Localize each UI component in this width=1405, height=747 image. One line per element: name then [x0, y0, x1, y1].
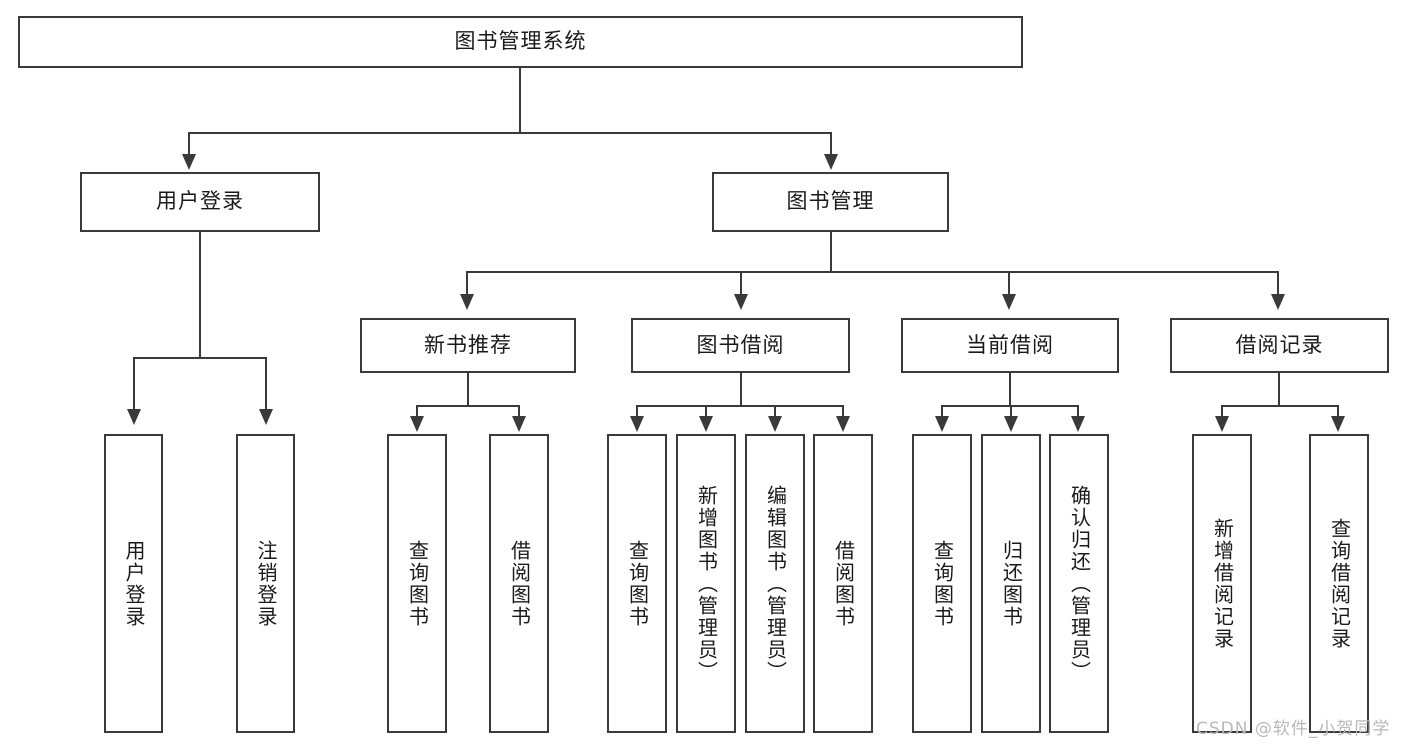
- connector-book-borrow-to-borrow: [842, 405, 844, 418]
- node-leaf-record-query[interactable]: 查询借阅记录: [1309, 434, 1369, 733]
- arrowhead-book-borrow-to-query: [630, 416, 644, 432]
- arrowhead-current-borrow-to-confirm: [1071, 416, 1085, 432]
- node-label: 查询图书: [405, 539, 430, 628]
- connector-current-borrow-to-query: [941, 405, 943, 418]
- node-label: 图书管理: [786, 189, 875, 214]
- connector-book-mgmt-bus: [466, 271, 1278, 273]
- connector-user-login-stem: [199, 232, 201, 358]
- connector-user-login-to-login: [133, 357, 135, 411]
- connector-new-book-to-query: [416, 405, 418, 418]
- node-label: 查询借阅记录: [1327, 517, 1352, 650]
- node-leaf-current-return[interactable]: 归还图书: [981, 434, 1041, 733]
- node-current-borrow[interactable]: 当前借阅: [901, 318, 1119, 373]
- arrowhead-book-mgmt-to-book-borrow: [734, 294, 748, 310]
- node-label: 新增图书（管理员）: [694, 484, 719, 683]
- connector-new-book-stem: [467, 373, 469, 406]
- node-label: 查询图书: [930, 539, 955, 628]
- connector-book-borrow-to-edit: [774, 405, 776, 418]
- arrowhead-user-login-to-logout: [259, 409, 273, 425]
- connector-current-borrow-bus: [941, 405, 1078, 407]
- arrowhead-new-book-to-borrow: [512, 416, 526, 432]
- arrowhead-borrow-record-to-query: [1331, 416, 1345, 432]
- node-label: 当前借阅: [966, 332, 1054, 357]
- arrowhead-book-mgmt-to-current-borrow: [1002, 294, 1016, 310]
- node-label: 图书借阅: [696, 332, 785, 357]
- node-book-borrow[interactable]: 图书借阅: [631, 318, 850, 373]
- arrowhead-book-borrow-to-borrow: [836, 416, 850, 432]
- connector-root-stem: [519, 68, 521, 133]
- node-label: 用户登录: [156, 189, 244, 214]
- node-label: 确认归还（管理员）: [1067, 484, 1092, 683]
- node-label: 新增借阅记录: [1210, 517, 1235, 650]
- connector-new-book-bus: [416, 405, 520, 407]
- arrowhead-book-mgmt-to-borrow-record: [1271, 294, 1285, 310]
- node-label: 新书推荐: [424, 332, 512, 357]
- arrowhead-new-book-to-query: [410, 416, 424, 432]
- node-label: 查询图书: [625, 539, 650, 628]
- connector-book-borrow-stem: [740, 373, 742, 406]
- node-label: 归还图书: [999, 539, 1024, 628]
- connector-current-borrow-to-return: [1010, 405, 1012, 418]
- node-leaf-book-edit-admin[interactable]: 编辑图书（管理员）: [745, 434, 805, 733]
- node-leaf-user-logout[interactable]: 注销登录: [236, 434, 295, 733]
- connector-book-mgmt-to-borrow-record: [1277, 271, 1279, 296]
- arrowhead-current-borrow-to-return: [1004, 416, 1018, 432]
- node-leaf-current-query[interactable]: 查询图书: [912, 434, 972, 733]
- node-leaf-record-add[interactable]: 新增借阅记录: [1192, 434, 1252, 733]
- connector-current-borrow-stem: [1009, 373, 1011, 406]
- connector-root-bus: [188, 132, 832, 134]
- node-new-book-recommend[interactable]: 新书推荐: [360, 318, 576, 373]
- watermark-text: CSDN @软件_小贺同学: [1196, 719, 1391, 739]
- arrowhead-root-to-user-login: [182, 154, 196, 170]
- arrowhead-book-mgmt-to-new-book: [460, 294, 474, 310]
- connector-book-borrow-bus: [636, 405, 843, 407]
- arrowhead-book-borrow-to-edit: [768, 416, 782, 432]
- node-leaf-user-login[interactable]: 用户登录: [104, 434, 163, 733]
- connector-book-mgmt-stem: [830, 232, 832, 273]
- node-borrow-record[interactable]: 借阅记录: [1170, 318, 1389, 373]
- node-label: 借阅记录: [1235, 332, 1324, 357]
- arrowhead-user-login-to-login: [127, 409, 141, 425]
- connector-root-to-book-mgmt: [830, 132, 832, 156]
- connector-root-to-user-login: [188, 132, 190, 156]
- connector-user-login-bus: [133, 357, 267, 359]
- connector-current-borrow-to-confirm: [1077, 405, 1079, 418]
- connector-book-mgmt-to-new-book: [466, 271, 468, 296]
- node-leaf-new-book-query[interactable]: 查询图书: [387, 434, 447, 733]
- node-label: 借阅图书: [831, 539, 856, 628]
- connector-book-mgmt-to-current-borrow: [1008, 271, 1010, 296]
- node-leaf-current-confirm-return-admin[interactable]: 确认归还（管理员）: [1049, 434, 1109, 733]
- node-label: 借阅图书: [507, 539, 532, 628]
- node-leaf-book-add-admin[interactable]: 新增图书（管理员）: [676, 434, 736, 733]
- node-user-login[interactable]: 用户登录: [80, 172, 320, 232]
- arrowhead-book-borrow-to-add: [699, 416, 713, 432]
- node-label: 用户登录: [122, 539, 146, 628]
- node-leaf-book-borrow-action[interactable]: 借阅图书: [813, 434, 873, 733]
- node-book-management[interactable]: 图书管理: [712, 172, 949, 232]
- node-label: 编辑图书（管理员）: [763, 484, 788, 683]
- connector-borrow-record-stem: [1278, 373, 1280, 406]
- connector-user-login-to-logout: [265, 357, 267, 411]
- node-label: 注销登录: [254, 539, 278, 628]
- connector-book-borrow-to-add: [705, 405, 707, 418]
- connector-borrow-record-bus: [1221, 405, 1338, 407]
- node-label: 图书管理系统: [454, 29, 587, 54]
- arrowhead-borrow-record-to-add: [1215, 416, 1229, 432]
- arrowhead-root-to-book-mgmt: [824, 154, 838, 170]
- connector-book-mgmt-to-book-borrow: [740, 271, 742, 296]
- connector-borrow-record-to-add: [1221, 405, 1223, 418]
- node-root-system[interactable]: 图书管理系统: [18, 16, 1023, 68]
- connector-borrow-record-to-query: [1337, 405, 1339, 418]
- connector-book-borrow-to-query: [636, 405, 638, 418]
- connector-new-book-to-borrow: [518, 405, 520, 418]
- node-leaf-book-query[interactable]: 查询图书: [607, 434, 667, 733]
- node-leaf-new-book-borrow[interactable]: 借阅图书: [489, 434, 549, 733]
- arrowhead-current-borrow-to-query: [935, 416, 949, 432]
